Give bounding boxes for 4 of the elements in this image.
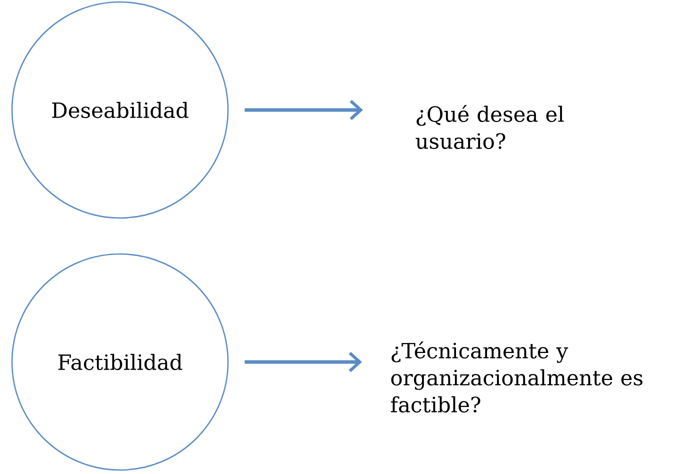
question-text: ¿Técnicamente y organizacionalmente es factible? <box>390 341 642 413</box>
arrow <box>244 100 363 120</box>
question-text: ¿Qué desea el usuario? <box>416 104 564 150</box>
arrow <box>244 352 362 372</box>
